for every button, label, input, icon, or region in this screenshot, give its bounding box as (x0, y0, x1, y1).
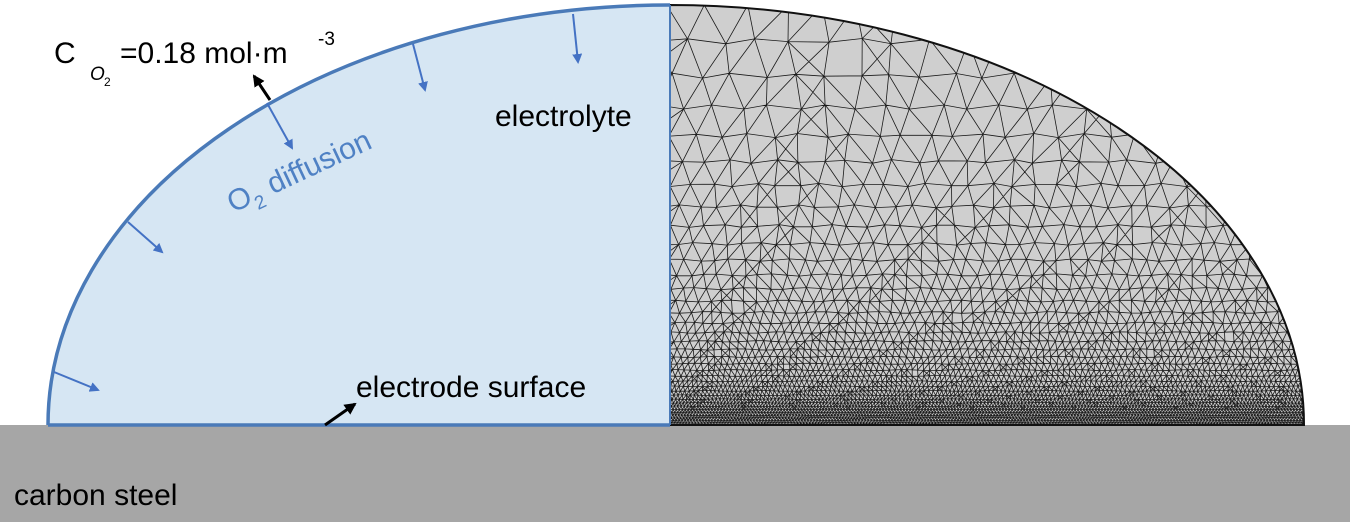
electrolyte-domain (48, 5, 670, 425)
concentration-value: =0.18 mol·m (120, 37, 288, 70)
concentration-pointer-arrow (252, 74, 272, 101)
diffusion-arrow-4 (127, 221, 164, 254)
carbon-steel-label: carbon steel (14, 479, 177, 512)
carbon-steel-substrate (0, 425, 1350, 522)
mesh-edges (670, 5, 1304, 425)
concentration-subscript-main: O (90, 64, 105, 85)
mesh-outline (669, 3, 1306, 426)
diffusion-arrow-3 (266, 102, 293, 150)
concentration-exponent: -3 (318, 29, 335, 50)
electrode-surface-label: electrode surface (356, 371, 586, 404)
electrode-pointer-arrow (324, 402, 357, 427)
diffusion-arrow-5 (53, 371, 100, 392)
concentration-symbol: C (54, 37, 76, 70)
concentration-subscript-sub: 2 (104, 75, 111, 89)
finite-element-mesh (670, 5, 1304, 425)
diffusion-arrow-1 (572, 13, 583, 64)
outer-boundary-line (46, 3, 671, 426)
electrolyte-label: electrolyte (495, 100, 632, 133)
diffusion-arrow-2 (412, 43, 428, 92)
